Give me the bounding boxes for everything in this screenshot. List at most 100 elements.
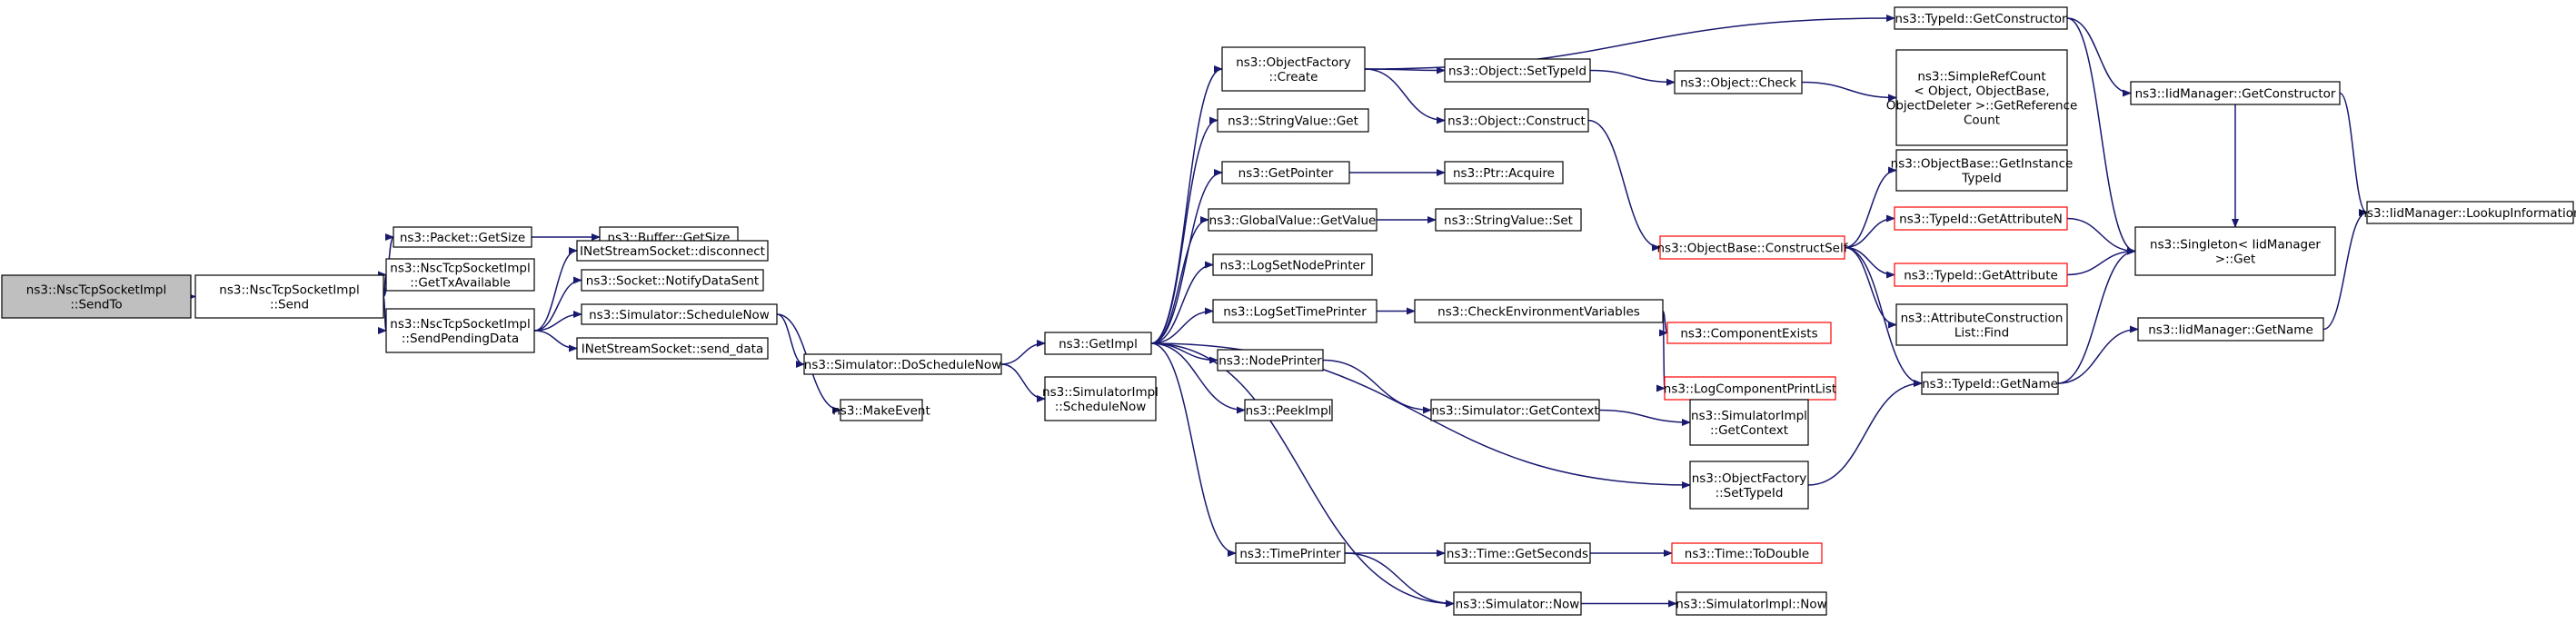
node-box[interactable] (1664, 376, 1836, 401)
node-n36[interactable]: ns3::LogComponentPrintList (1664, 376, 1836, 401)
node-box[interactable] (1689, 399, 1809, 446)
node-n45[interactable]: ns3::TypeId::GetName (1921, 371, 2059, 395)
node-n47[interactable]: ns3::Singleton< IidManager>::Get (2134, 226, 2336, 276)
node-box[interactable] (1895, 303, 2068, 346)
node-n26[interactable]: ns3::Ptr::Acquire (1444, 161, 1564, 184)
node-box[interactable] (1221, 46, 1366, 92)
node-n20[interactable]: ns3::NodePrinter (1217, 349, 1324, 371)
node-n10[interactable]: ns3::Simulator::DoScheduleNow (803, 353, 1002, 375)
node-box[interactable] (1444, 58, 1591, 83)
node-n0[interactable]: ns3::NscTcpSocketImpl::SendTo (1, 274, 192, 319)
node-n37[interactable]: ns3::SimulatorImpl::GetContext (1689, 399, 1809, 446)
node-box[interactable] (803, 353, 1002, 375)
node-label-line: ns3::LogComponentPrintList (1664, 382, 1836, 397)
node-n29[interactable]: ns3::Simulator::GetContext (1430, 399, 1600, 421)
node-box[interactable] (576, 240, 769, 262)
node-n13[interactable]: ns3::SimulatorImpl::ScheduleNow (1042, 376, 1159, 421)
node-box[interactable] (1217, 108, 1369, 133)
node-box[interactable] (1212, 299, 1378, 323)
node-box[interactable] (194, 274, 384, 319)
node-box[interactable] (1235, 542, 1346, 564)
node-n43[interactable]: ns3::TypeId::GetAttribute (1894, 263, 2068, 287)
node-box[interactable] (1671, 542, 1823, 564)
node-box[interactable] (1244, 399, 1333, 421)
node-n17[interactable]: ns3::GlobalValue::GetValue (1208, 208, 1378, 232)
node-box[interactable] (1894, 263, 2068, 287)
node-n11[interactable]: ns3::MakeEvent (832, 399, 930, 421)
node-n18[interactable]: ns3::LogSetNodePrinter (1212, 253, 1373, 276)
node-box[interactable] (1444, 542, 1591, 564)
node-n28[interactable]: ns3::CheckEnvironmentVariables (1414, 299, 1664, 323)
node-n40[interactable]: ns3::SimpleRefCount< Object, ObjectBase,… (1886, 49, 2078, 146)
node-box[interactable] (1444, 108, 1589, 133)
node-box[interactable] (393, 226, 532, 248)
node-box[interactable] (2134, 226, 2336, 276)
node-n24[interactable]: ns3::Object::SetTypeId (1444, 58, 1591, 83)
node-box[interactable] (840, 399, 923, 421)
node-n27[interactable]: ns3::StringValue::Set (1435, 208, 1582, 232)
node-box[interactable] (1674, 70, 1803, 94)
node-n15[interactable]: ns3::StringValue::Get (1217, 108, 1369, 133)
node-box[interactable] (1895, 149, 2068, 192)
node-box[interactable] (1689, 461, 1809, 510)
node-n34[interactable]: ns3::ObjectBase::ConstructSelf (1657, 235, 1849, 260)
node-box[interactable] (1212, 253, 1373, 276)
node-box[interactable] (2130, 81, 2341, 105)
node-n48[interactable]: ns3::IidManager::GetName (2137, 317, 2324, 342)
node-n31[interactable]: ns3::Time::GetSeconds (1444, 542, 1591, 564)
node-n1[interactable]: ns3::NscTcpSocketImpl::Send (194, 274, 384, 319)
node-box[interactable] (1414, 299, 1664, 323)
node-box[interactable] (1221, 161, 1350, 184)
node-box[interactable] (1430, 399, 1600, 421)
node-box[interactable] (1894, 206, 2068, 231)
node-box[interactable] (581, 269, 764, 292)
node-n3[interactable]: ns3::NscTcpSocketImpl::GetTxAvailable (385, 258, 535, 292)
node-n21[interactable]: ns3::PeekImpl (1244, 399, 1333, 421)
node-box[interactable] (576, 337, 769, 360)
node-n49[interactable]: ns3::IidManager::LookupInformation (2359, 201, 2576, 224)
node-n32[interactable]: ns3::Simulator::Now (1453, 591, 1582, 616)
node-n9[interactable]: INetStreamSocket::send_data (576, 337, 769, 360)
node-n19[interactable]: ns3::LogSetTimePrinter (1212, 299, 1378, 323)
node-n16[interactable]: ns3::GetPointer (1221, 161, 1350, 184)
node-box[interactable] (1453, 591, 1582, 616)
node-n8[interactable]: ns3::Simulator::ScheduleNow (581, 303, 778, 325)
node-box[interactable] (1435, 208, 1582, 232)
node-box[interactable] (1044, 376, 1157, 421)
node-box[interactable] (385, 308, 535, 353)
node-n7[interactable]: ns3::Socket::NotifyDataSent (581, 269, 764, 292)
node-n22[interactable]: ns3::TimePrinter (1235, 542, 1346, 564)
node-box[interactable] (2366, 201, 2574, 224)
node-box[interactable] (1044, 332, 1152, 355)
edge-n43-to-n47 (2066, 247, 2136, 276)
node-n39[interactable]: ns3::SimulatorImpl::Now (1676, 591, 1827, 616)
node-n4[interactable]: ns3::NscTcpSocketImpl::SendPendingData (385, 308, 535, 353)
node-box[interactable] (1676, 591, 1827, 616)
node-box[interactable] (1208, 208, 1378, 232)
node-n25[interactable]: ns3::Object::Construct (1444, 108, 1589, 133)
node-n12[interactable]: ns3::GetImpl (1044, 332, 1152, 355)
node-box[interactable] (2137, 317, 2324, 342)
node-n2[interactable]: ns3::Packet::GetSize (393, 226, 532, 248)
node-n23[interactable]: ns3::TypeId::GetConstructor (1894, 6, 2068, 30)
node-n6[interactable]: INetStreamSocket::disconnect (576, 240, 769, 262)
node-box[interactable] (1444, 161, 1564, 184)
node-box[interactable] (385, 258, 535, 292)
node-box[interactable] (1666, 322, 1832, 344)
node-n46[interactable]: ns3::IidManager::GetConstructor (2130, 81, 2341, 105)
node-box[interactable] (1895, 49, 2068, 146)
node-box[interactable] (1, 274, 192, 319)
node-box[interactable] (1217, 349, 1324, 371)
node-box[interactable] (581, 303, 778, 325)
node-n33[interactable]: ns3::Object::Check (1674, 70, 1803, 94)
node-box[interactable] (1894, 6, 2068, 30)
node-n30[interactable]: ns3::ObjectFactory::SetTypeId (1689, 461, 1809, 510)
node-n14[interactable]: ns3::ObjectFactory::Create (1221, 46, 1366, 92)
node-box[interactable] (1921, 371, 2059, 395)
node-n35[interactable]: ns3::ComponentExists (1666, 322, 1832, 344)
node-n38[interactable]: ns3::Time::ToDouble (1671, 542, 1823, 564)
node-box[interactable] (1659, 235, 1845, 260)
node-n42[interactable]: ns3::TypeId::GetAttributeN (1894, 206, 2068, 231)
